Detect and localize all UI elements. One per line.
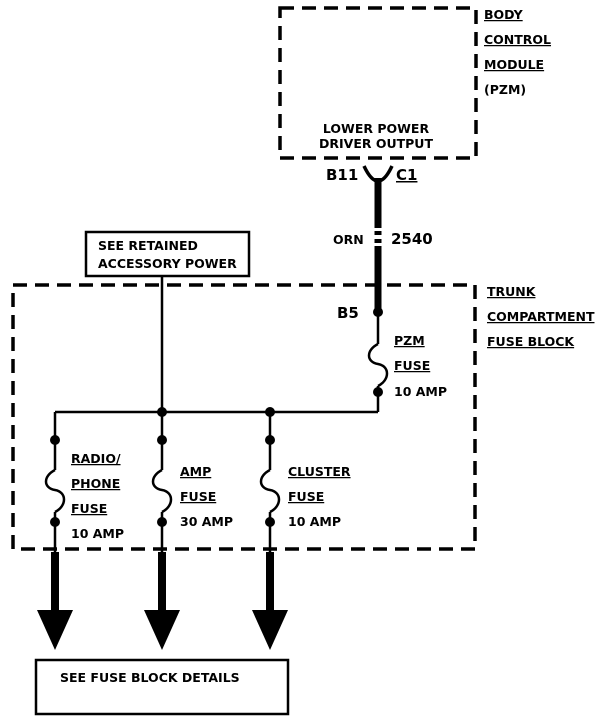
- pzm-fuse-name: PZM: [394, 333, 425, 348]
- radio-fuse-name-line-2: PHONE: [71, 476, 120, 491]
- cluster-fuse-name: CLUSTER: [288, 464, 351, 479]
- cluster-fuse-word: FUSE: [288, 489, 324, 504]
- cluster-fuse-dot-bottom: [265, 517, 275, 527]
- radio-fuse-dot-top: [50, 435, 60, 445]
- fuse-block-title-line-3: FUSE BLOCK: [487, 334, 575, 349]
- connector-c1-label: C1: [396, 166, 417, 184]
- amp-fuse-word: FUSE: [180, 489, 216, 504]
- amp-fuse-rating: 30 AMP: [180, 514, 233, 529]
- radio-fuse-word: FUSE: [71, 501, 107, 516]
- radio-fuse-symbol: [44, 468, 66, 514]
- fuse-block-title-line-1: TRUNK: [487, 284, 537, 299]
- wire-color-label: ORN: [333, 232, 364, 247]
- radio-fuse-dot-bottom: [50, 517, 60, 527]
- radio-fuse-name-line-1: RADIO/: [71, 451, 121, 466]
- wire-label-backdrop: [368, 228, 392, 246]
- retained-power-line-1: SEE RETAINED: [98, 238, 198, 253]
- amp-fuse-dot-top: [157, 435, 167, 445]
- amp-fuse-name: AMP: [180, 464, 211, 479]
- bcm-title-line-1: BODY: [484, 7, 524, 22]
- amp-fuse-symbol: [151, 468, 173, 514]
- cluster-fuse-symbol: [259, 468, 281, 514]
- fuse-details-box: [34, 658, 290, 716]
- bcm-box: [278, 6, 478, 160]
- wire-circuit-label: 2540: [391, 230, 433, 248]
- retained-power-line-2: ACCESSORY POWER: [98, 256, 237, 271]
- radio-fuse-rating: 10 AMP: [71, 526, 124, 541]
- bcm-title-line-2: CONTROL: [484, 32, 551, 47]
- amp-output-arrow: [144, 610, 180, 650]
- pzm-fuse-word: FUSE: [394, 358, 430, 373]
- fuse-details-label: SEE FUSE BLOCK DETAILS: [60, 670, 240, 685]
- amp-fuse-dot-bottom: [157, 517, 167, 527]
- cluster-fuse-dot-top: [265, 435, 275, 445]
- retained-power-box: [84, 230, 251, 278]
- cluster-output-arrow: [252, 610, 288, 650]
- radio-output-arrow: [37, 610, 73, 650]
- bcm-output-line-1: LOWER POWER: [323, 121, 430, 136]
- pzm-fuse-symbol: [367, 342, 389, 388]
- bcm-title-line-4: (PZM): [484, 82, 526, 97]
- fuse-block-box: [11, 283, 477, 551]
- bcm-output-line-2: DRIVER OUTPUT: [319, 136, 433, 151]
- fuse-block-title-line-2: COMPARTMENT: [487, 309, 595, 324]
- pzm-fuse-rating: 10 AMP: [394, 384, 447, 399]
- bcm-title-line-3: MODULE: [484, 57, 544, 72]
- cluster-fuse-rating: 10 AMP: [288, 514, 341, 529]
- pzm-fuse-dot: [373, 387, 383, 397]
- terminal-b11-label: B11: [326, 166, 358, 184]
- terminal-b5-label: B5: [337, 304, 359, 322]
